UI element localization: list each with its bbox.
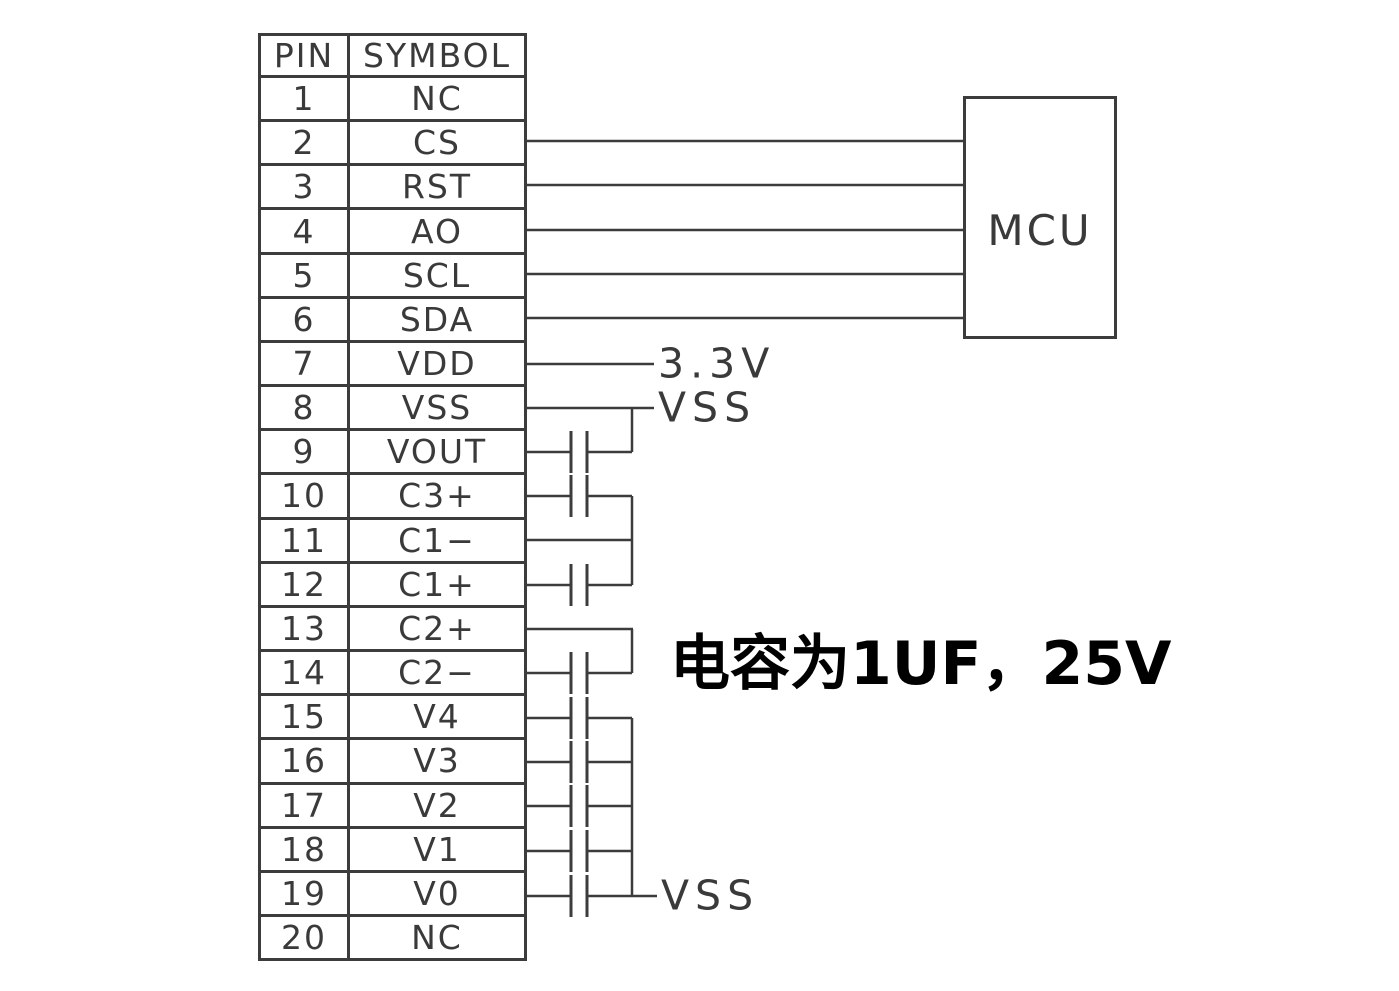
pin-symbol-cell: C2+ [347,607,524,650]
capacitor-vout [527,431,632,473]
vss-top-label: VSS [658,383,757,432]
pin-symbol-cell: V4 [347,696,524,738]
mcu-box: MCU [963,96,1117,339]
table-row: 10 C3+ [261,472,524,517]
pin-number-cell: 8 [292,388,316,428]
pin-number-cell: 9 [292,432,316,472]
pin-number-cell: 2 [292,123,316,163]
pin-number-cell: 20 [281,918,327,958]
pin-symbol-cell: VOUT [347,431,524,473]
pin-number-cell: 7 [292,344,316,384]
table-row: 9 VOUT [261,428,524,473]
pin-number-cell: 10 [281,476,327,516]
mcu-label: MCU [987,206,1093,255]
pin-symbol-cell: AO [347,210,524,252]
pin-number-cell: 12 [281,564,327,604]
table-header-row: PIN SYMBOL [261,36,524,78]
pin-number-cell: 13 [281,608,327,648]
table-row: 2 CS [261,119,524,164]
table-row: 13 C2+ [261,604,524,650]
pin-number-cell: 5 [292,255,316,295]
table-row: 15 V4 [261,693,524,738]
pin-number-cell: 4 [292,211,316,251]
pin-number-cell: 17 [281,785,327,825]
table-row: 7 VDD [261,339,524,385]
capacitor-c3-c1-group [527,475,634,606]
table-row: 6 SDA [261,295,524,340]
table-row: 18 V1 [261,825,524,870]
table-row: 4 AO [261,207,524,252]
pin-symbol-cell: C2− [347,652,524,694]
pin-symbol-cell: SDA [347,298,524,340]
pin-symbol-cell: RST [347,166,524,208]
table-row: 1 NC [261,78,524,120]
table-row: 19 V0 [261,869,524,914]
pin-number-cell: 1 [292,79,316,119]
table-row: 12 C1+ [261,560,524,605]
pin-number-cell: 18 [281,829,327,869]
pin-number-cell: 11 [281,520,327,560]
pin-symbol-cell: CS [347,122,524,164]
pin-symbol-cell: C1+ [347,563,524,605]
pin-symbol-cell: C1− [347,519,524,561]
table-row: 5 SCL [261,251,524,296]
pin-symbol-cell: SCL [347,254,524,296]
pin-symbol-cell: V1 [347,828,524,870]
vss-bottom-label: VSS [661,871,760,920]
table-row: 8 VSS [261,384,524,429]
pin-symbol-cell: V0 [347,872,524,914]
capacitor-v-group [527,697,657,917]
capacitor-c2-group [527,627,634,694]
pin-symbol-cell: VDD [347,342,524,385]
table-row: 14 C2− [261,649,524,694]
table-row: 17 V2 [261,781,524,826]
table-row: 20 NC [261,913,524,959]
pin-symbol-cell: V3 [347,740,524,782]
pin-symbol-cell: NC [347,78,524,120]
table-row: 16 V3 [261,737,524,782]
table-row: 11 C1− [261,516,524,561]
pin-symbol-cell: V2 [347,784,524,826]
capacitor-note: 电容为1UF，25V [670,629,1172,699]
col-header-symbol: SYMBOL [347,36,524,75]
pin-symbol-cell: VSS [347,387,524,429]
pin-number-cell: 14 [281,653,327,693]
pin-symbol-cell: C3+ [347,475,524,517]
pin-number-cell: 6 [292,299,316,339]
col-header-pin: PIN [273,36,335,75]
pin-number-cell: 16 [281,741,327,781]
pin-symbol-cell: NC [347,916,524,959]
vdd-supply-label: 3.3V [658,339,776,388]
pin-number-cell: 15 [281,697,327,737]
table-row: 3 RST [261,163,524,208]
mcu-bus-wires [527,139,963,320]
pin-number-cell: 19 [281,873,327,913]
pin-number-cell: 3 [292,167,316,207]
